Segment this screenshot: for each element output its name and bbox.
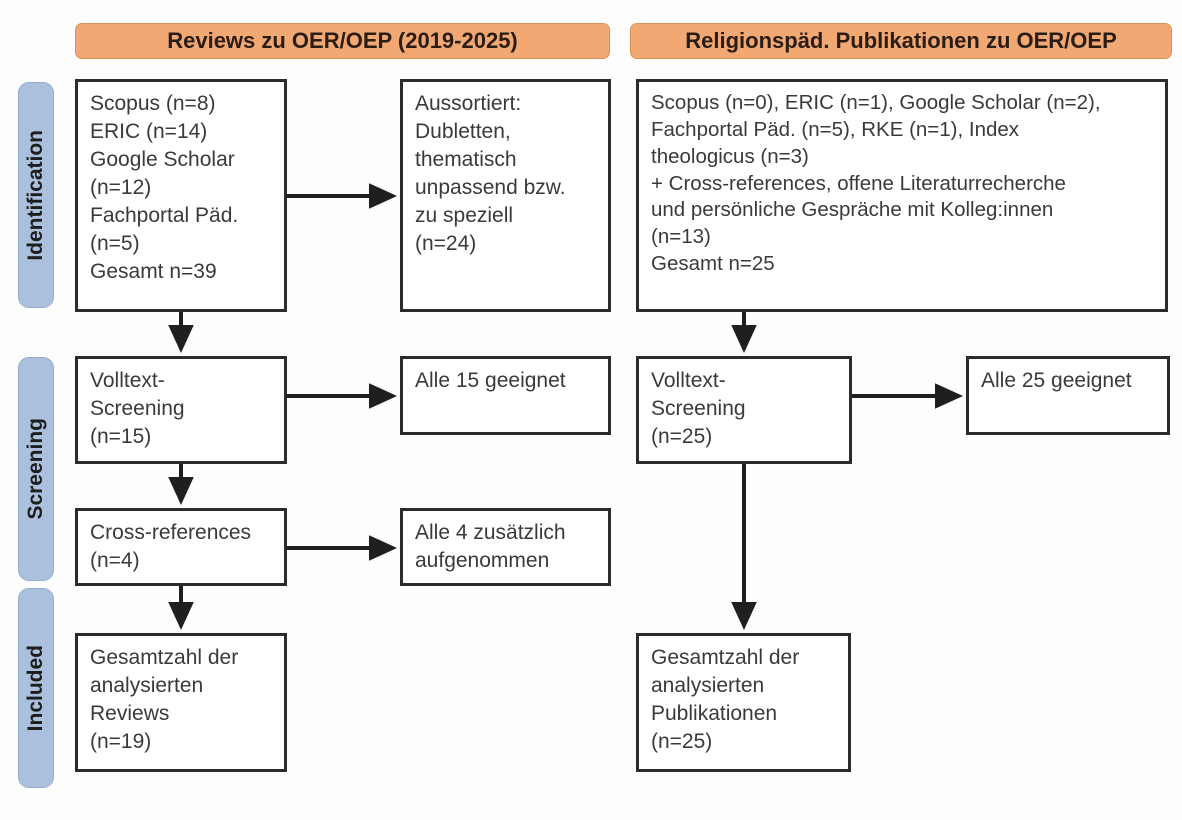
box-left-sources: Scopus (n=8) ERIC (n=14) Google Scholar … [75,79,287,312]
column-header-left: Reviews zu OER/OEP (2019-2025) [75,23,610,59]
box-left-crossrefs-text: Cross-references (n=4) [90,521,252,572]
box-left-sources-text: Scopus (n=8) ERIC (n=14) Google Scholar … [90,92,239,283]
box-left-fulltext-screening: Volltext- Screening (n=15) [75,356,287,464]
box-left-fulltext-screening-text: Volltext- Screening (n=15) [90,369,185,448]
column-header-right-label: Religionspäd. Publikationen zu OER/OEP [685,28,1117,53]
box-right-included: Gesamtzahl der analysierten Publikatione… [636,633,851,772]
box-left-excluded-text: Aussortiert: Dubletten, thematisch unpas… [415,92,566,255]
column-header-right: Religionspäd. Publikationen zu OER/OEP [630,23,1172,59]
stage-label-included: Included [24,644,47,732]
box-right-fulltext-result: Alle 25 geeignet [966,356,1170,435]
box-left-crossrefs-result-text: Alle 4 zusätzlich aufgenommen [415,521,566,572]
box-left-fulltext-result-text: Alle 15 geeignet [415,369,566,392]
box-right-fulltext-screening: Volltext- Screening (n=25) [636,356,852,464]
box-left-included-text: Gesamtzahl der analysierten Reviews (n=1… [90,646,239,753]
box-left-crossrefs: Cross-references (n=4) [75,508,287,586]
box-left-included: Gesamtzahl der analysierten Reviews (n=1… [75,633,287,772]
stage-pill-screening: Screening [18,357,54,581]
box-left-crossrefs-result: Alle 4 zusätzlich aufgenommen [400,508,611,586]
stage-label-screening: Screening [24,418,47,520]
box-right-sources: Scopus (n=0), ERIC (n=1), Google Scholar… [636,79,1168,312]
box-left-excluded: Aussortiert: Dubletten, thematisch unpas… [400,79,611,312]
box-right-included-text: Gesamtzahl der analysierten Publikatione… [651,646,800,753]
box-right-fulltext-screening-text: Volltext- Screening (n=25) [651,369,746,448]
stage-label-identification: Identification [24,129,47,261]
stage-pill-included: Included [18,588,54,788]
column-header-left-label: Reviews zu OER/OEP (2019-2025) [167,28,518,53]
box-right-fulltext-result-text: Alle 25 geeignet [981,369,1132,392]
box-right-sources-text: Scopus (n=0), ERIC (n=1), Google Scholar… [651,91,1101,276]
box-left-fulltext-result: Alle 15 geeignet [400,356,611,435]
stage-pill-identification: Identification [18,82,54,308]
